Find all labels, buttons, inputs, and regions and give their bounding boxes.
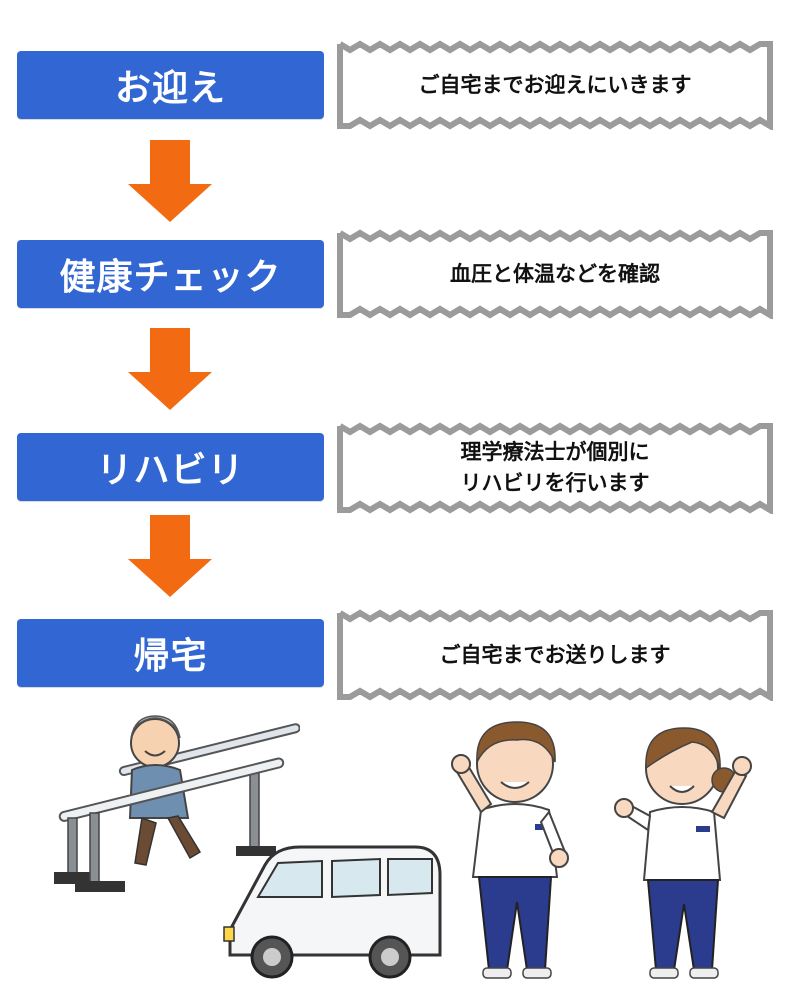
step-description-rehab: 理学療法士が個別に リハビリを行います: [336, 422, 774, 514]
description-text: 理学療法士が個別に リハビリを行います: [461, 437, 650, 499]
step-description-return-home: ご自宅までお送りします: [336, 609, 774, 701]
step-label-pickup: お迎え: [115, 59, 226, 111]
male-caregiver-illustration: [445, 712, 585, 984]
step-description-pickup: ご自宅までお迎えにいきます: [336, 40, 774, 130]
van-illustration: [210, 835, 450, 995]
step-label-return-home: 帰宅: [133, 627, 207, 679]
step-description-health-check: 血圧と体温などを確認: [336, 229, 774, 319]
step-button-return-home: 帰宅: [17, 619, 324, 687]
down-arrow-icon: [128, 140, 212, 222]
description-line: 理学療法士が個別に: [461, 437, 650, 468]
description-text: ご自宅までお迎えにいきます: [419, 70, 692, 101]
step-button-health-check: 健康チェック: [17, 240, 324, 308]
description-line: リハビリを行います: [461, 468, 650, 499]
female-caregiver-illustration: [608, 712, 758, 984]
step-label-rehab: リハビリ: [96, 441, 244, 493]
step-button-rehab: リハビリ: [17, 433, 324, 501]
down-arrow-icon: [128, 328, 212, 410]
step-button-pickup: お迎え: [17, 51, 324, 119]
step-label-health-check: 健康チェック: [59, 248, 281, 300]
down-arrow-icon: [128, 515, 212, 597]
description-text: ご自宅までお送りします: [440, 640, 671, 671]
description-text: 血圧と体温などを確認: [450, 259, 660, 290]
